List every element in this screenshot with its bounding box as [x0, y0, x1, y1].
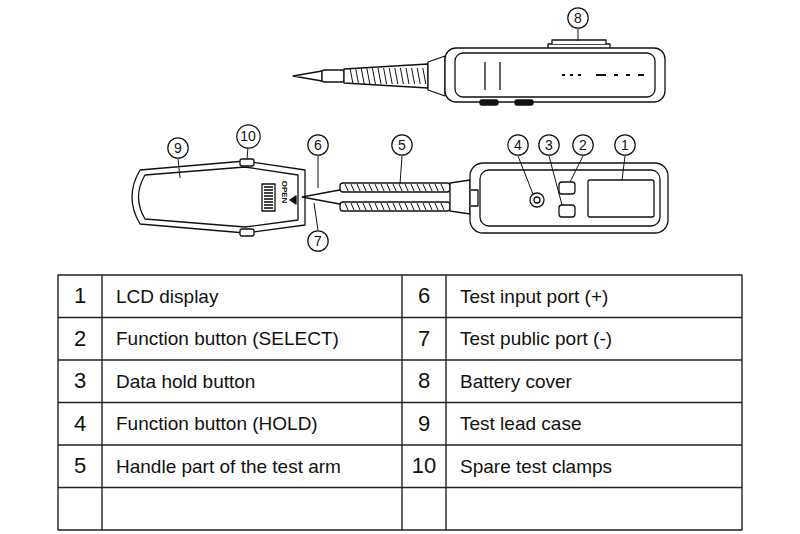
table-cell: Test public port (-) [460, 329, 612, 348]
leader-lines [178, 29, 625, 230]
callout-number: 5 [391, 134, 413, 156]
table-cell: Spare test clamps [460, 457, 612, 476]
table-cell: Data hold button [116, 372, 255, 391]
callout-number: 10 [236, 124, 261, 149]
table-number: 8 [418, 370, 430, 392]
table-cell: Test lead case [460, 414, 581, 433]
callout-number: 2 [579, 138, 587, 152]
callout-number: 3 [545, 138, 553, 152]
callout-number: 8 [567, 7, 589, 29]
table-number: 2 [74, 328, 86, 350]
callout-number: 4 [507, 134, 529, 156]
callout-number: 5 [398, 138, 406, 152]
callout-number: 1 [614, 134, 636, 156]
table-cell: Battery cover [460, 372, 572, 391]
callout-number: 8 [574, 11, 582, 25]
callout-number: 2 [572, 134, 594, 156]
callout-number: 6 [314, 138, 322, 152]
table-number: 1 [74, 285, 86, 307]
callout-number: 1 [621, 138, 629, 152]
table-number: 3 [74, 370, 86, 392]
table-number: 4 [74, 413, 86, 435]
callout-number: 9 [174, 141, 182, 155]
table-cell: Handle part of the test arm [116, 457, 341, 476]
table-number: 6 [418, 285, 430, 307]
front-view [132, 159, 668, 236]
table-number: 5 [74, 455, 86, 477]
callout-number: 10 [240, 129, 256, 143]
callout-number: 4 [514, 138, 522, 152]
callout-number: 6 [307, 134, 329, 156]
legend-table-grid [58, 275, 742, 530]
case-marking: OPEN [280, 181, 288, 204]
table-number: 7 [418, 328, 430, 350]
table-number: 9 [418, 413, 430, 435]
callout-number: 3 [538, 134, 560, 156]
side-view [293, 40, 665, 105]
table-number: 10 [412, 455, 436, 477]
callout-number: 9 [167, 137, 189, 159]
table-cell: Function button (SELECT) [116, 329, 339, 348]
table-cell: Function button (HOLD) [116, 414, 318, 433]
table-cell: LCD display [116, 287, 218, 306]
callout-number: 7 [314, 234, 322, 248]
callout-number: 7 [307, 230, 329, 252]
table-cell: Test input port (+) [460, 287, 608, 306]
